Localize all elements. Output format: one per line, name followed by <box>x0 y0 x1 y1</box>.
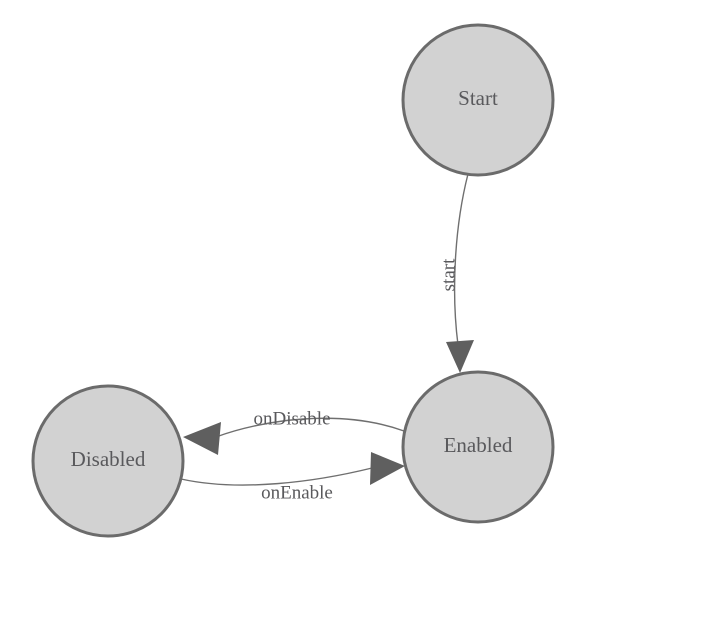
edge-disabled-to-enabled-arrowhead-icon <box>370 452 405 485</box>
node-disabled[interactable]: Disabled <box>31 384 185 538</box>
node-start-circle <box>401 23 555 177</box>
edge-start-to-enabled-path <box>453 173 469 346</box>
node-start[interactable]: Start <box>401 23 555 177</box>
edge-disabled-to-enabled-label: onEnable <box>261 482 333 503</box>
edge-disabled-to-enabled[interactable]: onEnable <box>180 452 405 503</box>
node-disabled-circle <box>31 384 185 538</box>
node-start-label: Start <box>458 86 498 110</box>
edge-start-to-enabled-arrowhead-icon <box>446 340 474 373</box>
edge-enabled-to-disabled-arrowhead-icon <box>183 422 221 455</box>
edge-start-to-enabled-label: start <box>438 258 459 291</box>
node-enabled-label: Enabled <box>444 433 513 457</box>
node-enabled-circle <box>401 370 555 524</box>
node-disabled-label: Disabled <box>71 447 146 471</box>
edge-enabled-to-disabled[interactable]: onDisable <box>183 408 405 455</box>
edge-enabled-to-disabled-path <box>215 417 405 438</box>
edge-disabled-to-enabled-path <box>180 467 373 486</box>
node-enabled[interactable]: Enabled <box>401 370 555 524</box>
edge-enabled-to-disabled-label: onDisable <box>253 408 330 429</box>
edge-start-to-enabled[interactable]: start <box>438 173 474 373</box>
